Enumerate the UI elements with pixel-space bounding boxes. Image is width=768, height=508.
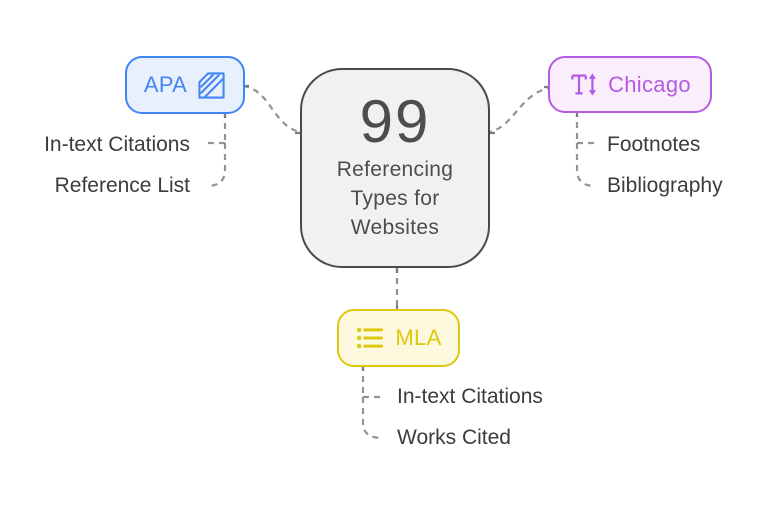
text-height-icon	[571, 73, 597, 96]
branch-node-chicago: Chicago	[548, 56, 712, 113]
apa-child-in-text-citations: In-text Citations	[44, 133, 190, 156]
mla-child-in-text-citations: In-text Citations	[397, 385, 543, 408]
chicago-child-footnotes: Footnotes	[607, 133, 701, 156]
branch-node-apa: APA	[125, 56, 245, 114]
mla-child-works-cited: Works Cited	[397, 426, 511, 449]
connector-center-to-chicago	[485, 85, 555, 135]
branch-node-mla: MLA	[337, 309, 460, 367]
connector-apa-to-center	[242, 84, 305, 135]
central-topic-title: Referencing Types for Websites	[336, 158, 454, 239]
branch-label-apa: APA	[143, 72, 188, 97]
connector-chicago-children	[575, 111, 597, 188]
apa-child-reference-list: Reference List	[54, 174, 190, 197]
connector-apa-children	[205, 112, 227, 188]
connector-mla-children	[361, 365, 385, 440]
branch-label-mla: MLA	[395, 325, 442, 350]
quote-mark: 99	[359, 88, 431, 156]
central-topic-node: 99 Referencing Types for Websites	[300, 68, 490, 268]
bulleted-list-icon	[357, 327, 384, 349]
striped-pyramid-icon	[198, 71, 225, 99]
branch-label-chicago: Chicago	[608, 71, 691, 97]
chicago-child-bibliography: Bibliography	[607, 174, 723, 197]
